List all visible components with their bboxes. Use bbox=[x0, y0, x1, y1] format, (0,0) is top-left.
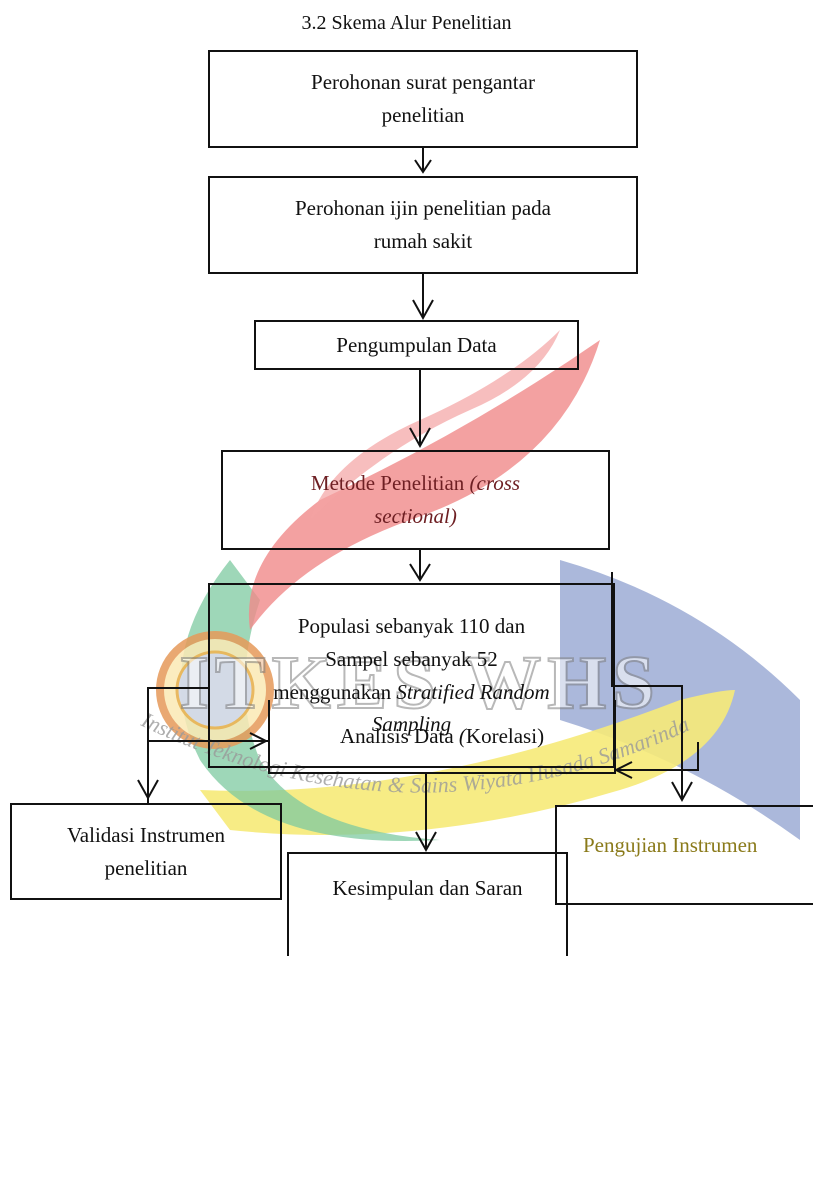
step-1-line-1: Perohonan surat pengantar bbox=[311, 70, 535, 95]
step-2-line-2: rumah sakit bbox=[373, 229, 473, 253]
step-5-line-4: Sampling bbox=[371, 712, 452, 737]
step-2-line-1: Perohonan ijin penelitian pada bbox=[294, 196, 551, 221]
step-box-surat-pengantar: Perohonan surat pengantar penelitian bbox=[208, 50, 638, 148]
watermark-yellow-shape bbox=[200, 690, 735, 835]
step-box-kesimpulan-saran: Kesimpulan dan Saran bbox=[287, 852, 568, 956]
step-4-line-1: Metode Penelitian (cross bbox=[311, 467, 520, 500]
step-box-pengujian-instrumen: Pengujian Instrumen bbox=[555, 805, 813, 905]
arrow-5-7 bbox=[611, 572, 683, 800]
watermark-logo-text: ITKES WHS bbox=[178, 640, 661, 726]
step-4-line-2: sectional) bbox=[374, 504, 457, 528]
watermark-arc-text: Institut Teknologi Kesehatan & Sains Wiy… bbox=[137, 707, 693, 798]
arrow-7-8 bbox=[616, 742, 699, 771]
step-5-line-2: Sampel sebanyak 52 bbox=[325, 646, 498, 671]
step-5-line-3: menggunakan Stratified Random bbox=[273, 676, 549, 709]
step-4-text: Metode Penelitian bbox=[310, 471, 470, 496]
step-8-text: Analisis Data bbox=[339, 723, 459, 748]
step-box-analisis-data: Analisis Data (Korelasi) bbox=[268, 700, 616, 774]
left-route-complete bbox=[147, 740, 268, 805]
watermark-green-shape bbox=[180, 560, 440, 841]
step-box-metode-penelitian: Metode Penelitian (cross sectional) bbox=[221, 450, 610, 550]
step-box-populasi-sampel: Populasi sebanyak 110 dan Sampel sebanya… bbox=[208, 583, 615, 768]
step-8-korelasi: Korelasi) bbox=[465, 723, 545, 748]
step-4-italic: (cross bbox=[469, 471, 521, 496]
step-box-ijin-penelitian: Perohonan ijin penelitian pada rumah sak… bbox=[208, 176, 638, 274]
diagram-title: 3.2 Skema Alur Penelitian bbox=[301, 12, 512, 34]
step-box-pengumpulan-data: Pengumpulan Data bbox=[254, 320, 579, 370]
step-7-line-1: Pengujian Instrumen bbox=[583, 833, 758, 857]
step-6-line-1: Validasi Instrumen bbox=[66, 822, 226, 847]
watermark-red-shape bbox=[248, 340, 600, 630]
step-8-line-1: Analisis Data (Korelasi) bbox=[340, 720, 544, 753]
step-5-line-3-italic: Stratified Random bbox=[396, 679, 550, 704]
step-5-line-3-text: menggunakan bbox=[273, 679, 397, 704]
step-3-line-1: Pengumpulan Data bbox=[336, 332, 497, 357]
step-box-validasi-instrumen: Validasi Instrumen penelitian bbox=[10, 803, 282, 900]
step-1-line-2: penelitian bbox=[381, 103, 465, 127]
step-6-line-2: penelitian bbox=[104, 855, 188, 880]
watermark-red-shape-lower bbox=[310, 330, 560, 520]
step-8-paren: ( bbox=[458, 723, 466, 748]
step-9-line-1: Kesimpulan dan Saran bbox=[332, 876, 523, 900]
step-5-line-1: Populasi sebanyak 110 dan bbox=[297, 614, 526, 639]
